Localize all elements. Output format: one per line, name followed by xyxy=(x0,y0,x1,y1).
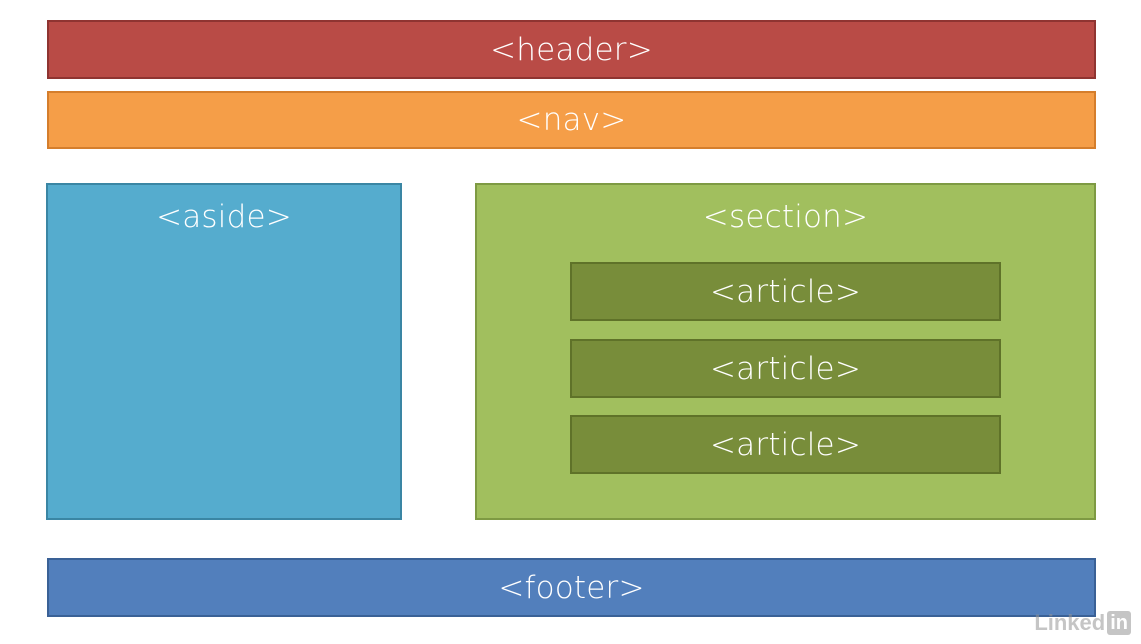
article-box: <article> xyxy=(570,415,1001,474)
linkedin-in-icon: in xyxy=(1107,611,1131,635)
section-label: <section> xyxy=(702,199,869,235)
footer-label: <footer> xyxy=(498,569,645,606)
aside-label: <aside> xyxy=(156,199,292,235)
footer-box: <footer> xyxy=(47,558,1096,617)
nav-box: <nav> xyxy=(47,91,1096,149)
article-box: <article> xyxy=(570,339,1001,398)
article-label: <article> xyxy=(710,350,861,387)
aside-box: <aside> xyxy=(46,183,402,520)
article-label: <article> xyxy=(710,426,861,463)
article-label: <article> xyxy=(710,273,861,310)
linkedin-watermark: Linked in xyxy=(1034,610,1131,636)
header-label: <header> xyxy=(490,31,653,68)
nav-label: <nav> xyxy=(516,102,627,138)
article-box: <article> xyxy=(570,262,1001,321)
watermark-text: Linked xyxy=(1034,610,1106,635)
header-box: <header> xyxy=(47,20,1096,79)
